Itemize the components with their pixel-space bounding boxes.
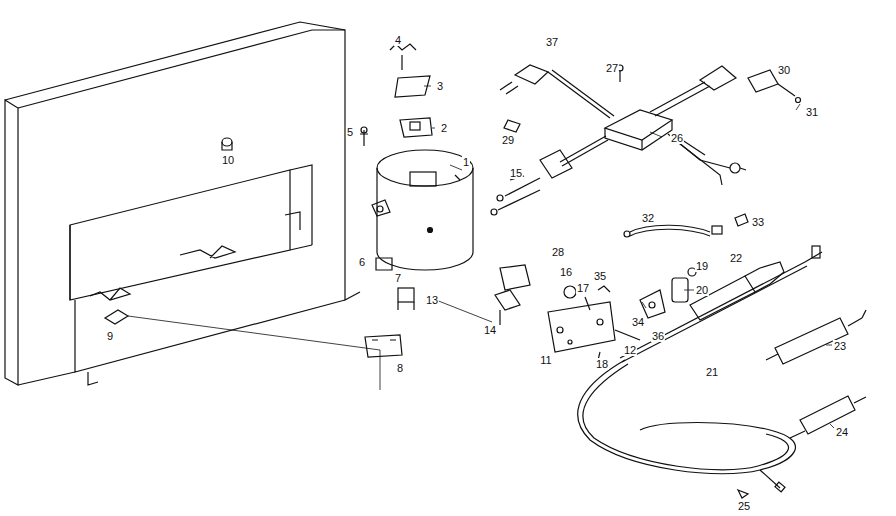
callout-number: 2 xyxy=(440,122,448,134)
callout-number: 17 xyxy=(576,282,590,294)
callout-number: 28 xyxy=(551,246,565,258)
clip-parts xyxy=(360,44,432,146)
callout-number: 27 xyxy=(605,62,619,74)
callout-number: 8 xyxy=(396,362,404,374)
callout-number: 14 xyxy=(483,324,497,336)
callout-number: 18 xyxy=(595,358,609,370)
capillary-tube xyxy=(578,360,796,498)
cabinet-frame xyxy=(5,22,380,390)
callout-number: 31 xyxy=(805,106,819,118)
wiring-harness xyxy=(491,65,801,237)
callout-number: 13 xyxy=(425,294,439,306)
callout-number: 25 xyxy=(737,500,751,512)
callout-number: 20 xyxy=(695,284,709,296)
callout-number: 32 xyxy=(641,212,655,224)
callout-number: 4 xyxy=(394,34,402,46)
callout-number: 29 xyxy=(501,134,515,146)
callout-number: 9 xyxy=(106,330,114,342)
callout-number: 33 xyxy=(751,216,765,228)
callout-number: 15 xyxy=(509,167,523,179)
callout-number: 3 xyxy=(436,80,444,92)
callout-number: 34 xyxy=(631,316,645,328)
callout-number: 5 xyxy=(346,126,354,138)
callout-number: 12 xyxy=(623,344,637,356)
relay-parts xyxy=(365,265,640,360)
callout-number: 22 xyxy=(729,252,743,264)
callout-number: 10 xyxy=(221,154,235,166)
leader-lines xyxy=(424,86,834,428)
callout-number: 37 xyxy=(545,36,559,48)
callout-number: 6 xyxy=(358,256,366,268)
tube-parts xyxy=(620,246,866,438)
callout-number: 23 xyxy=(833,340,847,352)
callout-number: 1 xyxy=(462,156,470,168)
bracket-parts xyxy=(640,268,696,318)
callout-number: 11 xyxy=(539,354,552,366)
callout-number: 7 xyxy=(394,272,402,284)
compressor xyxy=(372,150,473,270)
callout-number: 16 xyxy=(559,266,573,278)
callout-number: 30 xyxy=(777,64,791,76)
callout-number: 24 xyxy=(835,426,849,438)
callout-number: 35 xyxy=(593,270,607,282)
callout-number: 19 xyxy=(695,260,709,272)
callout-number: 26 xyxy=(670,132,684,144)
callout-number: 21 xyxy=(705,366,719,378)
callout-number: 36 xyxy=(651,330,665,342)
